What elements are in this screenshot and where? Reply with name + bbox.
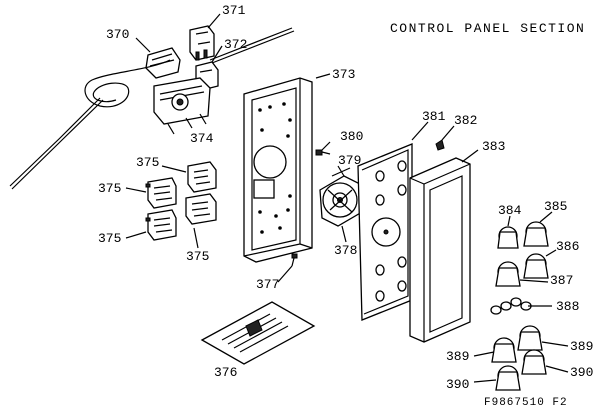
label-378: 378 bbox=[334, 243, 357, 258]
screw-382 bbox=[435, 139, 445, 151]
knob-389-right bbox=[517, 325, 543, 351]
label-377: 377 bbox=[256, 277, 279, 292]
label-370: 370 bbox=[106, 27, 129, 42]
diagram-code: F9867510 F2 bbox=[484, 397, 568, 408]
bracket-374 bbox=[153, 77, 211, 135]
label-382: 382 bbox=[454, 113, 477, 128]
label-371: 371 bbox=[222, 3, 246, 18]
label-375-c: 375 bbox=[98, 231, 121, 246]
frame-383 bbox=[409, 157, 471, 343]
label-372: 372 bbox=[224, 37, 247, 52]
bezel-rings-388 bbox=[490, 297, 532, 315]
switch-375-c bbox=[185, 193, 217, 225]
switch-375-b bbox=[145, 177, 177, 209]
diagram-title: CONTROL PANEL SECTION bbox=[390, 21, 585, 36]
label-384: 384 bbox=[498, 203, 522, 218]
label-380: 380 bbox=[340, 129, 363, 144]
knob-386 bbox=[523, 253, 549, 279]
knob-389-left bbox=[491, 337, 517, 363]
knob-387 bbox=[495, 261, 521, 287]
knob-390-left bbox=[495, 365, 521, 391]
label-383: 383 bbox=[482, 139, 505, 154]
switch-371 bbox=[189, 25, 215, 61]
label-374: 374 bbox=[190, 131, 214, 146]
label-389-right: 389 bbox=[570, 339, 593, 354]
label-387: 387 bbox=[550, 273, 573, 288]
label-375-a: 375 bbox=[136, 155, 159, 170]
knob-385 bbox=[523, 221, 549, 247]
label-390-right: 390 bbox=[570, 365, 593, 380]
faceplate-381 bbox=[357, 143, 413, 321]
label-390-left: 390 bbox=[446, 377, 469, 392]
label-375-b: 375 bbox=[98, 181, 121, 196]
knob-390-right bbox=[521, 349, 547, 375]
label-386: 386 bbox=[556, 239, 579, 254]
label-381: 381 bbox=[422, 109, 446, 124]
timer-378 bbox=[319, 175, 363, 227]
switch-375-d bbox=[145, 209, 177, 241]
thermostat-370 bbox=[9, 27, 295, 190]
control-panel-373 bbox=[243, 77, 313, 263]
label-379: 379 bbox=[338, 153, 361, 168]
label-389-left: 389 bbox=[446, 349, 469, 364]
instruction-sheet-376 bbox=[200, 301, 316, 365]
label-388: 388 bbox=[556, 299, 579, 314]
switch-375-a bbox=[187, 161, 217, 193]
knob-384 bbox=[497, 226, 519, 249]
label-375-d: 375 bbox=[186, 249, 209, 264]
screw-380 bbox=[315, 149, 331, 156]
label-376: 376 bbox=[214, 365, 237, 380]
screw-377 bbox=[291, 253, 298, 267]
label-373: 373 bbox=[332, 67, 355, 82]
label-385: 385 bbox=[544, 199, 567, 214]
